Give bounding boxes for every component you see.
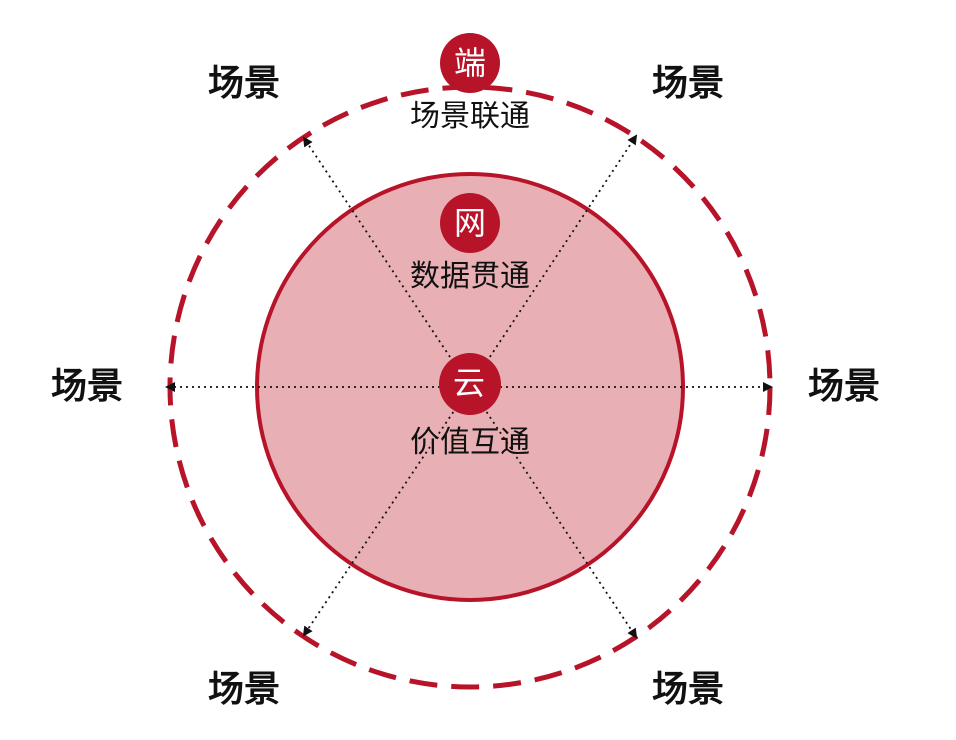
arrow-top-left: [302, 136, 471, 388]
scene-label-left: 场景: [51, 366, 124, 407]
middle-circle-caption: 数据贯通: [410, 259, 530, 294]
arrow-top-right: [469, 134, 638, 388]
outer-ring-caption: 场景联通: [410, 99, 530, 134]
scene-label-bottom-right: 场景: [652, 669, 725, 710]
scene-label-right: 场景: [808, 366, 881, 407]
cloud-badge: 云: [452, 364, 485, 402]
arrow-bottom-left: [302, 386, 471, 637]
scene-label-top-right: 场景: [652, 63, 725, 104]
cloud-badge-circle: [439, 353, 501, 415]
terminal-badge: 端: [453, 44, 486, 82]
terminal-badge-circle: [440, 33, 500, 93]
network-badge: 网: [453, 204, 486, 242]
scene-label-top-left: 场景: [208, 63, 281, 104]
scene-label-bottom-left: 场景: [208, 669, 281, 710]
center-caption: 价值互通: [410, 425, 530, 460]
arrow-bottom-right: [469, 386, 638, 639]
network-badge-circle: [440, 193, 500, 253]
